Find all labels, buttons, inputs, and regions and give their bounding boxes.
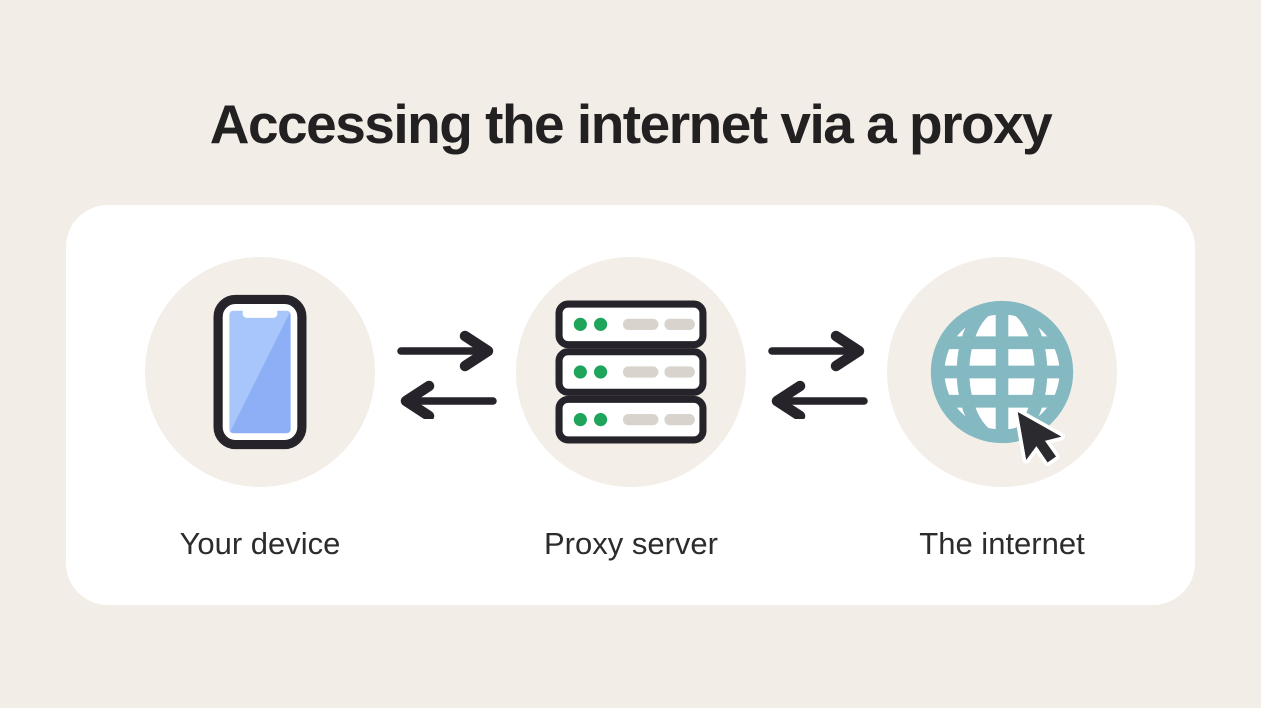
proxy-node: [516, 257, 746, 487]
arrow-left-icon: [400, 380, 497, 419]
arrows-device-proxy: [397, 330, 497, 419]
cursor-pointer-icon: [1007, 398, 1081, 480]
server-stack-icon: [555, 300, 707, 444]
diagram-card: Your device Proxy server The internet: [66, 205, 1195, 605]
arrow-right-icon: [768, 330, 865, 372]
device-label: Your device: [179, 526, 341, 561]
smartphone-icon: [213, 294, 307, 450]
internet-node: [887, 257, 1117, 487]
device-node: [145, 257, 375, 487]
page-title: Accessing the internet via a proxy: [209, 93, 1053, 155]
arrow-left-icon: [771, 380, 868, 419]
internet-label: The internet: [919, 526, 1085, 561]
proxy-label: Proxy server: [544, 526, 718, 561]
arrow-right-icon: [397, 330, 494, 372]
server-led-lights: [573, 317, 608, 427]
globe-icon: [930, 300, 1074, 444]
arrows-proxy-internet: [768, 330, 868, 419]
server-drive-slots: [622, 318, 695, 426]
